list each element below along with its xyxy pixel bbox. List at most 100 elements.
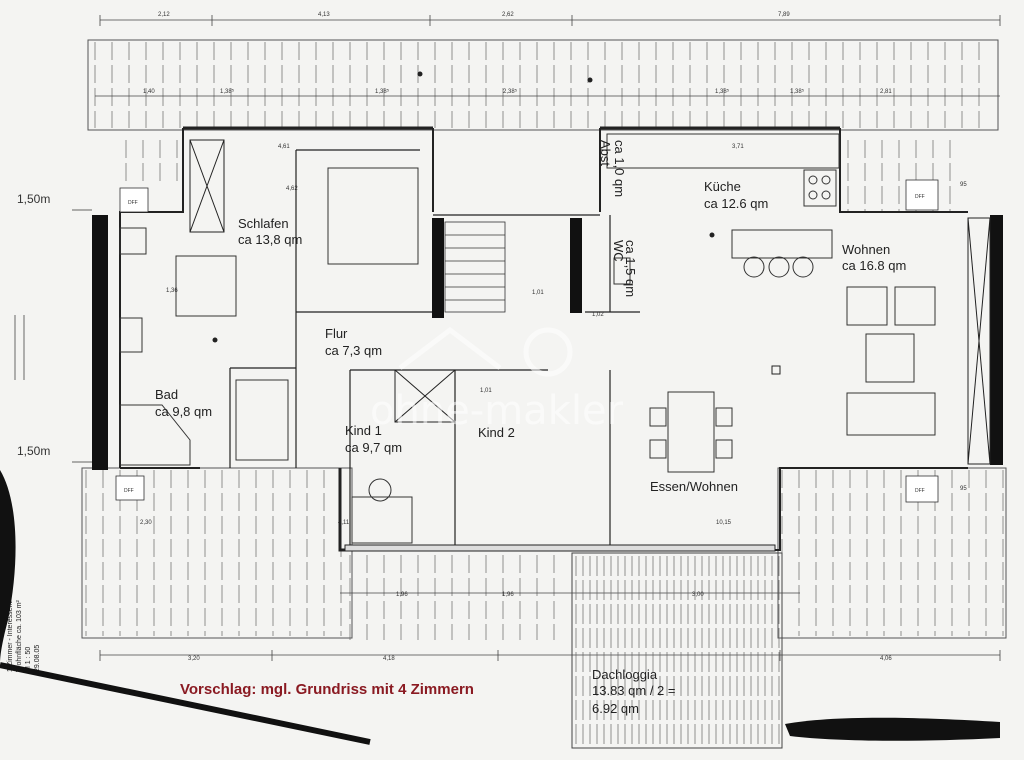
dim-interior-10: 1,01 [532,290,544,296]
room-name-bad: Bad [155,387,178,402]
walls [119,126,968,552]
dim-row2-2: 1,38⁵ [220,88,235,95]
dim-interior-8: 1,36 [166,288,178,294]
stamp-line-3: M 1 : 50 [25,647,32,672]
room-area-schlafen: ca 13,8 qm [238,232,302,247]
dim-interior-9: 1,02 [592,312,604,318]
bar-stool [743,256,765,278]
room-area-flur: ca 7,3 qm [325,343,382,358]
sofa [846,392,936,436]
stamp-line-2: Wohnfläche ca. 103 m² [16,599,23,672]
structural-walls [92,215,1003,470]
skylights [115,179,939,503]
bed [327,167,419,265]
shower [119,404,191,466]
skylight-label: DFF [915,194,925,200]
skylight-label: DFF [915,488,925,494]
watermark-text: ohne-makler [370,388,624,434]
scribble-left [0,470,16,665]
scribble-stroke [0,662,371,745]
height-label-lower: 1,50m [17,444,50,458]
dim-top-2: 4,13 [318,12,330,18]
room-area-kind1: ca 9,7 qm [345,440,402,455]
room-name-dachloggia: Dachloggia [592,667,658,682]
dim-interior-1: 4,61 [278,144,290,150]
room-name-kind2: Kind 2 [478,425,515,440]
bar-stool [792,256,814,278]
dim-lower-2: 1,96 [502,592,514,598]
room-name-flur: Flur [325,326,348,341]
room-area-abst: ca 1,0 qm [612,140,627,197]
dim-bottom-2: 4,18 [383,656,395,662]
dim-interior-6: 4,11 [338,520,350,526]
wc-fixture [613,257,631,285]
dim-row2-5: 1,38⁵ [715,88,730,95]
dim-interior-2: 4,62 [286,186,298,192]
furniture [119,133,936,544]
room-area-bad: ca 9,8 qm [155,404,212,419]
stamp-line-1: 1 Zimmer - Interessent [7,602,14,672]
washbasin [119,317,143,353]
dim-interior-11: 95 [960,182,967,188]
roof-tiles [81,39,1007,640]
markers [212,71,781,375]
chair [715,407,733,427]
skylight-label: DFF [124,488,134,494]
dim-top-1: 2,12 [158,12,170,18]
stamp-line-4: 29.08.05 [34,645,41,672]
bar-stool [768,256,790,278]
dim-row2-3: 1,38⁵ [375,88,390,95]
chair [715,439,733,459]
bathtub [235,379,289,461]
staircase [444,221,506,313]
kitchen-counter [606,133,840,169]
room-area-wohnen: ca 16.8 qm [842,258,906,273]
room-area-dachloggia-1: 13.83 qm / 2 = [592,683,675,698]
dim-row2-7: 2,81 [880,89,892,95]
dim-row2-4: 2,38⁵ [503,88,518,95]
dining-table [667,391,715,473]
room-name-kind1: Kind 1 [345,423,382,438]
chair [649,439,667,459]
desk-chair [368,478,392,502]
dim-interior-4: 10,15 [716,520,732,526]
dim-interior-12: 95 [960,486,967,492]
room-name-abst: Abst [598,140,613,166]
dim-bottom-1: 3,20 [188,656,200,662]
dim-top-3: 2,62 [502,12,514,18]
toilet [119,227,147,255]
redaction-mark [785,717,1000,741]
watermark-logo [398,326,573,377]
dim-bottom-3: 4,06 [880,656,892,662]
coffee-table [865,333,915,383]
armchair [894,286,936,326]
kitchen-island [731,229,833,259]
room-area-kueche: ca 12.6 qm [704,196,768,211]
chair [649,407,667,427]
height-label-upper: 1,50m [17,192,50,206]
room-name-essen: Essen/Wohnen [650,479,738,494]
plan-caption: Vorschlag: mgl. Grundriss mit 4 Zimmern [180,681,474,698]
dim-row2-1: 1,40 [143,89,155,95]
desk [351,496,413,544]
dim-lower-3: 3,00 [692,592,704,598]
dachloggia-area [571,552,783,749]
dim-row2-6: 1,38⁵ [790,88,805,95]
room-area-wc: ca 1,5 qm [623,240,638,297]
room-name-schlafen: Schlafen [238,216,289,231]
room-name-wc: WC [611,240,626,262]
dim-interior-3: 3,71 [732,144,744,150]
dim-interior-7: 1,01 [480,388,492,394]
stove [803,169,837,207]
room-area-dachloggia-2: 6.92 qm [592,701,639,716]
dim-lower-1: 1,96 [396,592,408,598]
armchair [846,286,888,326]
windows [189,139,991,552]
room-name-kueche: Küche [704,179,741,194]
skylight-label: DFF [128,200,138,206]
dim-interior-5: 2,30 [140,520,152,526]
washer [175,255,237,317]
room-name-wohnen: Wohnen [842,242,890,257]
